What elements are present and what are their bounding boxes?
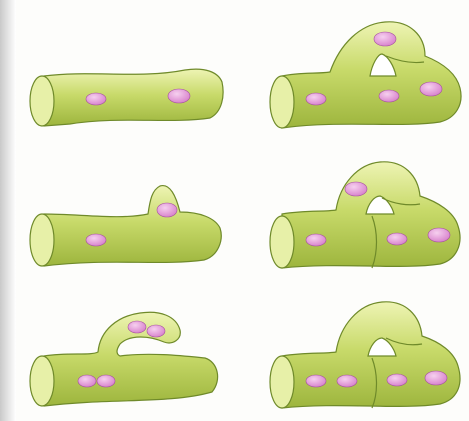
panel-1-hypha	[30, 69, 223, 126]
nucleus	[168, 89, 190, 103]
hypha-cut-end	[270, 356, 294, 408]
hypha-cell	[44, 69, 223, 126]
nucleus	[420, 82, 442, 96]
nucleus	[374, 32, 396, 46]
nucleus	[425, 371, 447, 385]
nucleus	[306, 93, 326, 105]
nucleus	[97, 375, 115, 387]
nucleus	[337, 375, 357, 387]
nucleus	[306, 375, 326, 387]
nucleus	[128, 321, 146, 333]
nucleus	[387, 374, 407, 386]
nucleus	[387, 233, 407, 245]
scan-shadow	[0, 0, 16, 421]
hypha-cut-end	[270, 216, 294, 268]
nucleus	[306, 234, 326, 246]
nucleus	[86, 234, 106, 246]
hypha-cut-end	[30, 356, 54, 406]
nucleus	[86, 93, 106, 105]
hypha-cut-end	[30, 214, 54, 266]
nucleus	[428, 228, 450, 242]
nucleus	[345, 182, 367, 196]
nucleus	[147, 325, 165, 337]
hypha-cut-end	[270, 76, 294, 128]
nucleus	[157, 203, 177, 217]
nucleus	[379, 90, 399, 102]
nucleus	[78, 375, 96, 387]
hypha-cut-end	[30, 76, 54, 126]
